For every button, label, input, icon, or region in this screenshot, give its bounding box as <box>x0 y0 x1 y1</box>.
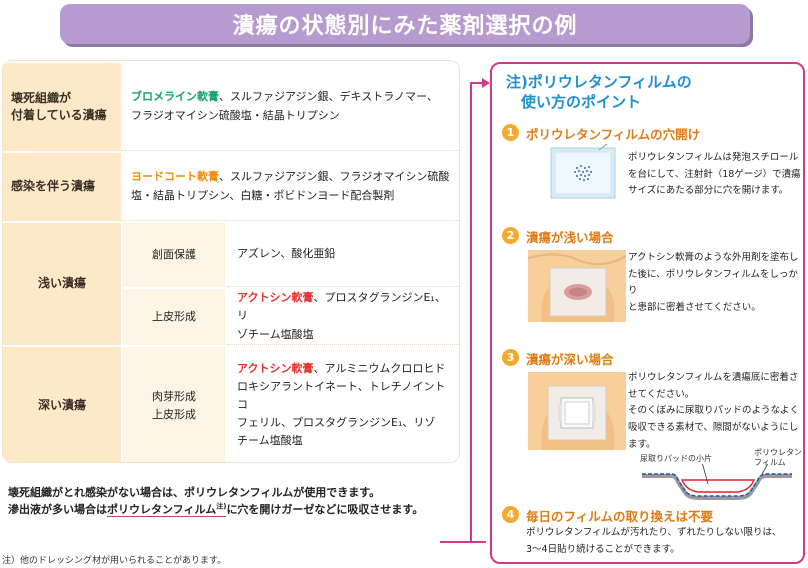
drug-list-text: ゾチーム塩酸塩 <box>237 327 314 341</box>
drug-selection-table: 壊死組織が 付着している潰瘍 ブロメライン軟膏、スルファジアジン銀、デキストラノ… <box>2 60 460 463</box>
step-number-badge: 4 <box>502 506 519 523</box>
note-superscript: 注) <box>216 502 227 511</box>
footnote: 注）他のドレッシング材が用いられることがあります。 <box>2 556 227 566</box>
pad-label: 尿取りパッドの小片 <box>640 454 712 463</box>
table-row: 感染を伴う潰瘍 ヨードコート軟膏、スルファジアジン銀、フラジオマイシン硫酸 塩・… <box>3 151 459 221</box>
film-label: ポリウレタン フィルム <box>754 448 802 467</box>
step-description: ポリウレタンフィルムは発泡スチロール を台にして、注射針（18ゲージ）で潰瘍 サ… <box>628 152 801 197</box>
step-description: アクトシン軟膏のような外用剤を塗布し た後に、ポリウレタンフィルムをしっかり と… <box>628 252 799 313</box>
usage-points-panel: 注)ポリウレタンフィルムの 使い方のポイント 1 ポリウレタンフィルムの穴開け … <box>490 62 805 564</box>
note-underlined-text: ポリウレタンフィルム注) <box>107 502 227 518</box>
table-row: 壊死組織が 付着している潰瘍 ブロメライン軟膏、スルファジアジン銀、デキストラノ… <box>3 61 459 151</box>
note-text: 滲出液が多い場合は <box>8 503 107 517</box>
drug-list-text: 塩・結晶トリプシン、白糖・ポビドンヨード配合製剤 <box>131 188 395 202</box>
step-number-badge: 3 <box>502 349 519 366</box>
step-title: 潰瘍が深い場合 <box>526 352 614 367</box>
step-number-badge: 2 <box>502 227 519 244</box>
step-title: ポリウレタンフィルムの穴開け <box>526 127 701 142</box>
usage-note: 壊死組織がとれ感染がない場合は、ポリウレタンフィルムが使用できます。 滲出液が多… <box>8 484 458 518</box>
row-category: 深い潰瘍 <box>3 347 121 462</box>
note-line: 滲出液が多い場合はポリウレタンフィルム注)に穴を開けガーゼなどに吸収させます。 <box>8 501 458 518</box>
cross-section-diagram <box>642 464 792 500</box>
drug-list-text: 、スルファジアジン銀、フラジオマイシン硫酸 <box>219 170 450 184</box>
drug-list-text: 、プロスタグランジンE₁、リ <box>237 291 446 323</box>
drug-list-text: フェリル、プロスタグランジンE₁、リゾ <box>237 416 436 430</box>
deep-ulcer-illustration <box>528 372 626 450</box>
row-subcategory: 上皮形成 <box>123 289 225 345</box>
note-text: に穴を開けガーゼなどに吸収させます。 <box>226 503 424 517</box>
connector-line <box>470 82 484 84</box>
highlight-drug: アクトシン軟膏 <box>237 291 314 305</box>
note-line: 壊死組織がとれ感染がない場合は、ポリウレタンフィルムが使用できます。 <box>8 486 381 499</box>
row-value: ブロメライン軟膏、スルファジアジン銀、デキストラノマー、 フラジオマイシン硫酸塩… <box>121 63 459 151</box>
step-description: ポリウレタンフィルムが汚れたり、ずれたりしない限りは、 3〜4日貼り続けることが… <box>526 527 782 555</box>
row-category: 壊死組織が 付着している潰瘍 <box>3 63 121 151</box>
table-row: 浅い潰瘍 創面保護 アズレン、酸化亜鉛 上皮形成 アクトシン軟膏、プロスタグラン… <box>3 221 459 345</box>
row-value: アクトシン軟膏、プロスタグランジンE₁、リ ゾチーム塩酸塩 <box>227 289 459 345</box>
drug-list-text: フラジオマイシン硫酸塩・結晶トリプシン <box>131 108 340 122</box>
row-value: アズレン、酸化亜鉛 <box>227 223 459 287</box>
note-text: ポリウレタンフィルム <box>107 503 217 517</box>
step-title: 毎日のフィルムの取り換えは不要 <box>526 509 714 524</box>
row-value: ヨードコート軟膏、スルファジアジン銀、フラジオマイシン硫酸 塩・結晶トリプシン、… <box>121 153 459 221</box>
page-title: 潰瘍の状態別にみた薬剤選択の例 <box>60 4 750 44</box>
row-category: 浅い潰瘍 <box>3 223 121 345</box>
highlight-drug: アクトシン軟膏 <box>237 361 314 375</box>
table-row: 深い潰瘍 肉芽形成 上皮形成 アクトシン軟膏、アルミニウムクロロヒド ロキシアラ… <box>3 345 459 462</box>
step-description: ポリウレタンフィルムを潰瘍底に密着さ せてください。 そのくぼみに尿取りパッドの… <box>628 372 800 450</box>
connector-line <box>470 82 472 542</box>
drug-list-text: 、スルファジアジン銀、デキストラノマー、 <box>219 90 438 104</box>
row-subcategory: 創面保護 <box>123 223 225 287</box>
connector-line <box>440 541 486 543</box>
row-category: 感染を伴う潰瘍 <box>3 153 121 221</box>
row-value: アクトシン軟膏、アルミニウムクロロヒド ロキシアラントイネート、トレチノイントコ… <box>227 347 459 462</box>
step-title: 潰瘍が浅い場合 <box>526 230 614 245</box>
drug-list-text: アズレン、酸化亜鉛 <box>237 247 336 261</box>
highlight-drug: ヨードコート軟膏 <box>131 170 219 184</box>
drug-list-text: チーム塩酸塩 <box>237 434 303 448</box>
shallow-ulcer-illustration <box>528 250 626 322</box>
row-subcategory: 肉芽形成 上皮形成 <box>123 347 225 462</box>
drug-list-text: 、アルミニウムクロロヒド <box>313 361 446 375</box>
arrow-icon <box>482 78 490 88</box>
panel-title: 注)ポリウレタンフィルムの 使い方のポイント <box>506 73 692 112</box>
drug-list-text: ロキシアラントイネート、トレチノイントコ <box>237 379 446 411</box>
film-puncture-illustration <box>550 144 616 199</box>
highlight-drug: ブロメライン軟膏 <box>131 90 219 104</box>
step-number-badge: 1 <box>502 124 519 141</box>
